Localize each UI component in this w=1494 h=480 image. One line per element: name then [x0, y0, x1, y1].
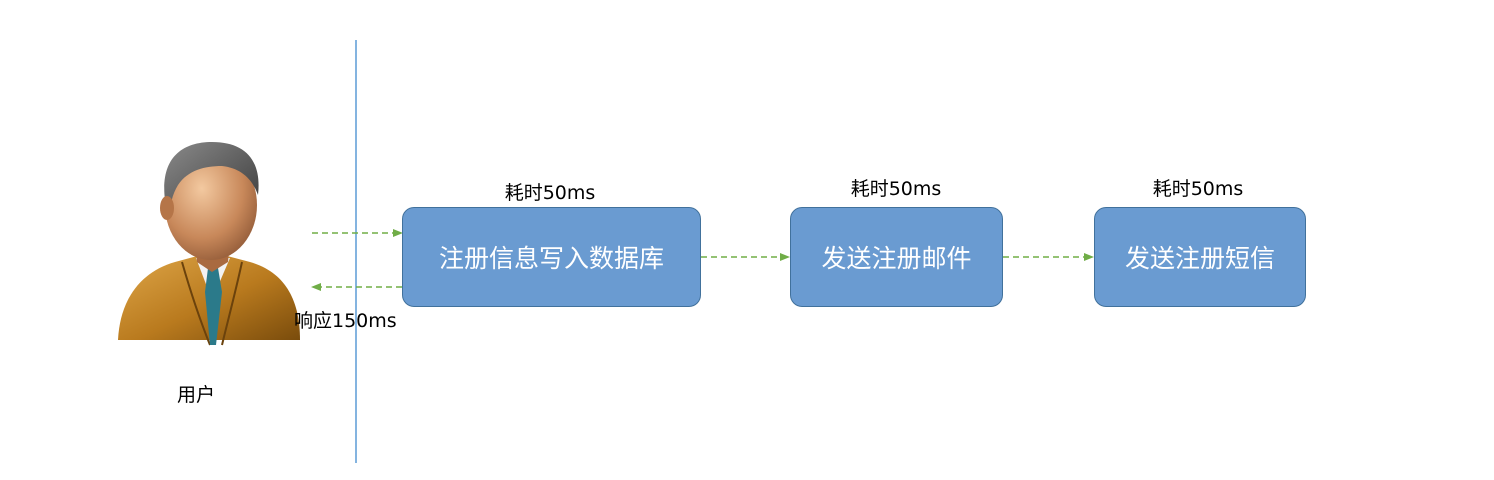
response-time-label: 响应150ms [294, 310, 397, 332]
step-time-label-db: 耗时50ms [504, 182, 596, 204]
step-label-write-db: 注册信息写入数据库 [438, 244, 664, 273]
step-label-send-sms: 发送注册短信 [1124, 244, 1275, 273]
user-icon [118, 142, 300, 346]
step-time-label-email: 耗时50ms [850, 178, 942, 200]
step-box-send-email: 发送注册邮件 [790, 207, 1003, 307]
step-time-label-sms: 耗时50ms [1152, 178, 1244, 200]
step-box-send-sms: 发送注册短信 [1094, 207, 1306, 307]
user-label: 用户 [176, 384, 216, 406]
step-box-write-db: 注册信息写入数据库 [402, 207, 701, 307]
step-label-send-email: 发送注册邮件 [821, 244, 972, 273]
